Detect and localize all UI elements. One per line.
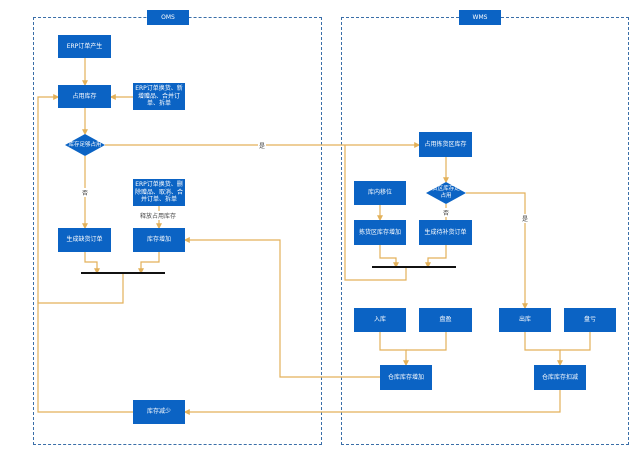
erp-change-delete-node: ERP订单换货、删除赠品、取消、合并订单、拆单 <box>133 179 185 206</box>
loss-node: 盘亏 <box>564 308 616 332</box>
warehouse-increase-node: 仓库库存增加 <box>380 365 432 390</box>
warehouse-decrease-node: 仓库库存扣减 <box>534 365 586 390</box>
shortage-order-node: 生成缺货订单 <box>58 228 111 252</box>
occupy-stock-node: 占用库存 <box>58 85 111 108</box>
no-label-wms: 否 <box>442 208 451 217</box>
outbound-node: 出库 <box>499 308 551 332</box>
oms-title: OMS <box>147 10 189 25</box>
yes-label-wms: 是 <box>521 214 530 223</box>
inbound-node: 入库 <box>354 308 406 332</box>
erp-order-node: ERP订单产生 <box>58 35 111 58</box>
no-label: 否 <box>81 188 90 197</box>
erp-change-add-node: ERP订单换货、新增赠品、合并订单、拆单 <box>133 83 185 110</box>
release-label: 释放占用库存 <box>139 211 178 220</box>
replenish-node: 生成待补货订单 <box>419 220 472 245</box>
stock-increase-node: 库存增加 <box>133 228 185 252</box>
surplus-node: 盘盈 <box>419 308 472 332</box>
stock-decrease-node: 库存减少 <box>133 400 185 424</box>
decision-label: 拣货区库存足够占用 <box>426 186 466 199</box>
pick-increase-node: 拣货区库存增加 <box>354 220 406 245</box>
decision-label: 库存足够占用 <box>68 141 102 148</box>
wms-title: WMS <box>459 10 501 25</box>
occupy-pick-node: 占用拣货区库存 <box>419 132 472 157</box>
stock-enough-decision: 库存足够占用 <box>65 134 105 156</box>
yes-label: 是 <box>258 141 267 150</box>
pick-enough-decision: 拣货区库存足够占用 <box>426 182 466 204</box>
move-node: 库内移位 <box>354 181 406 205</box>
